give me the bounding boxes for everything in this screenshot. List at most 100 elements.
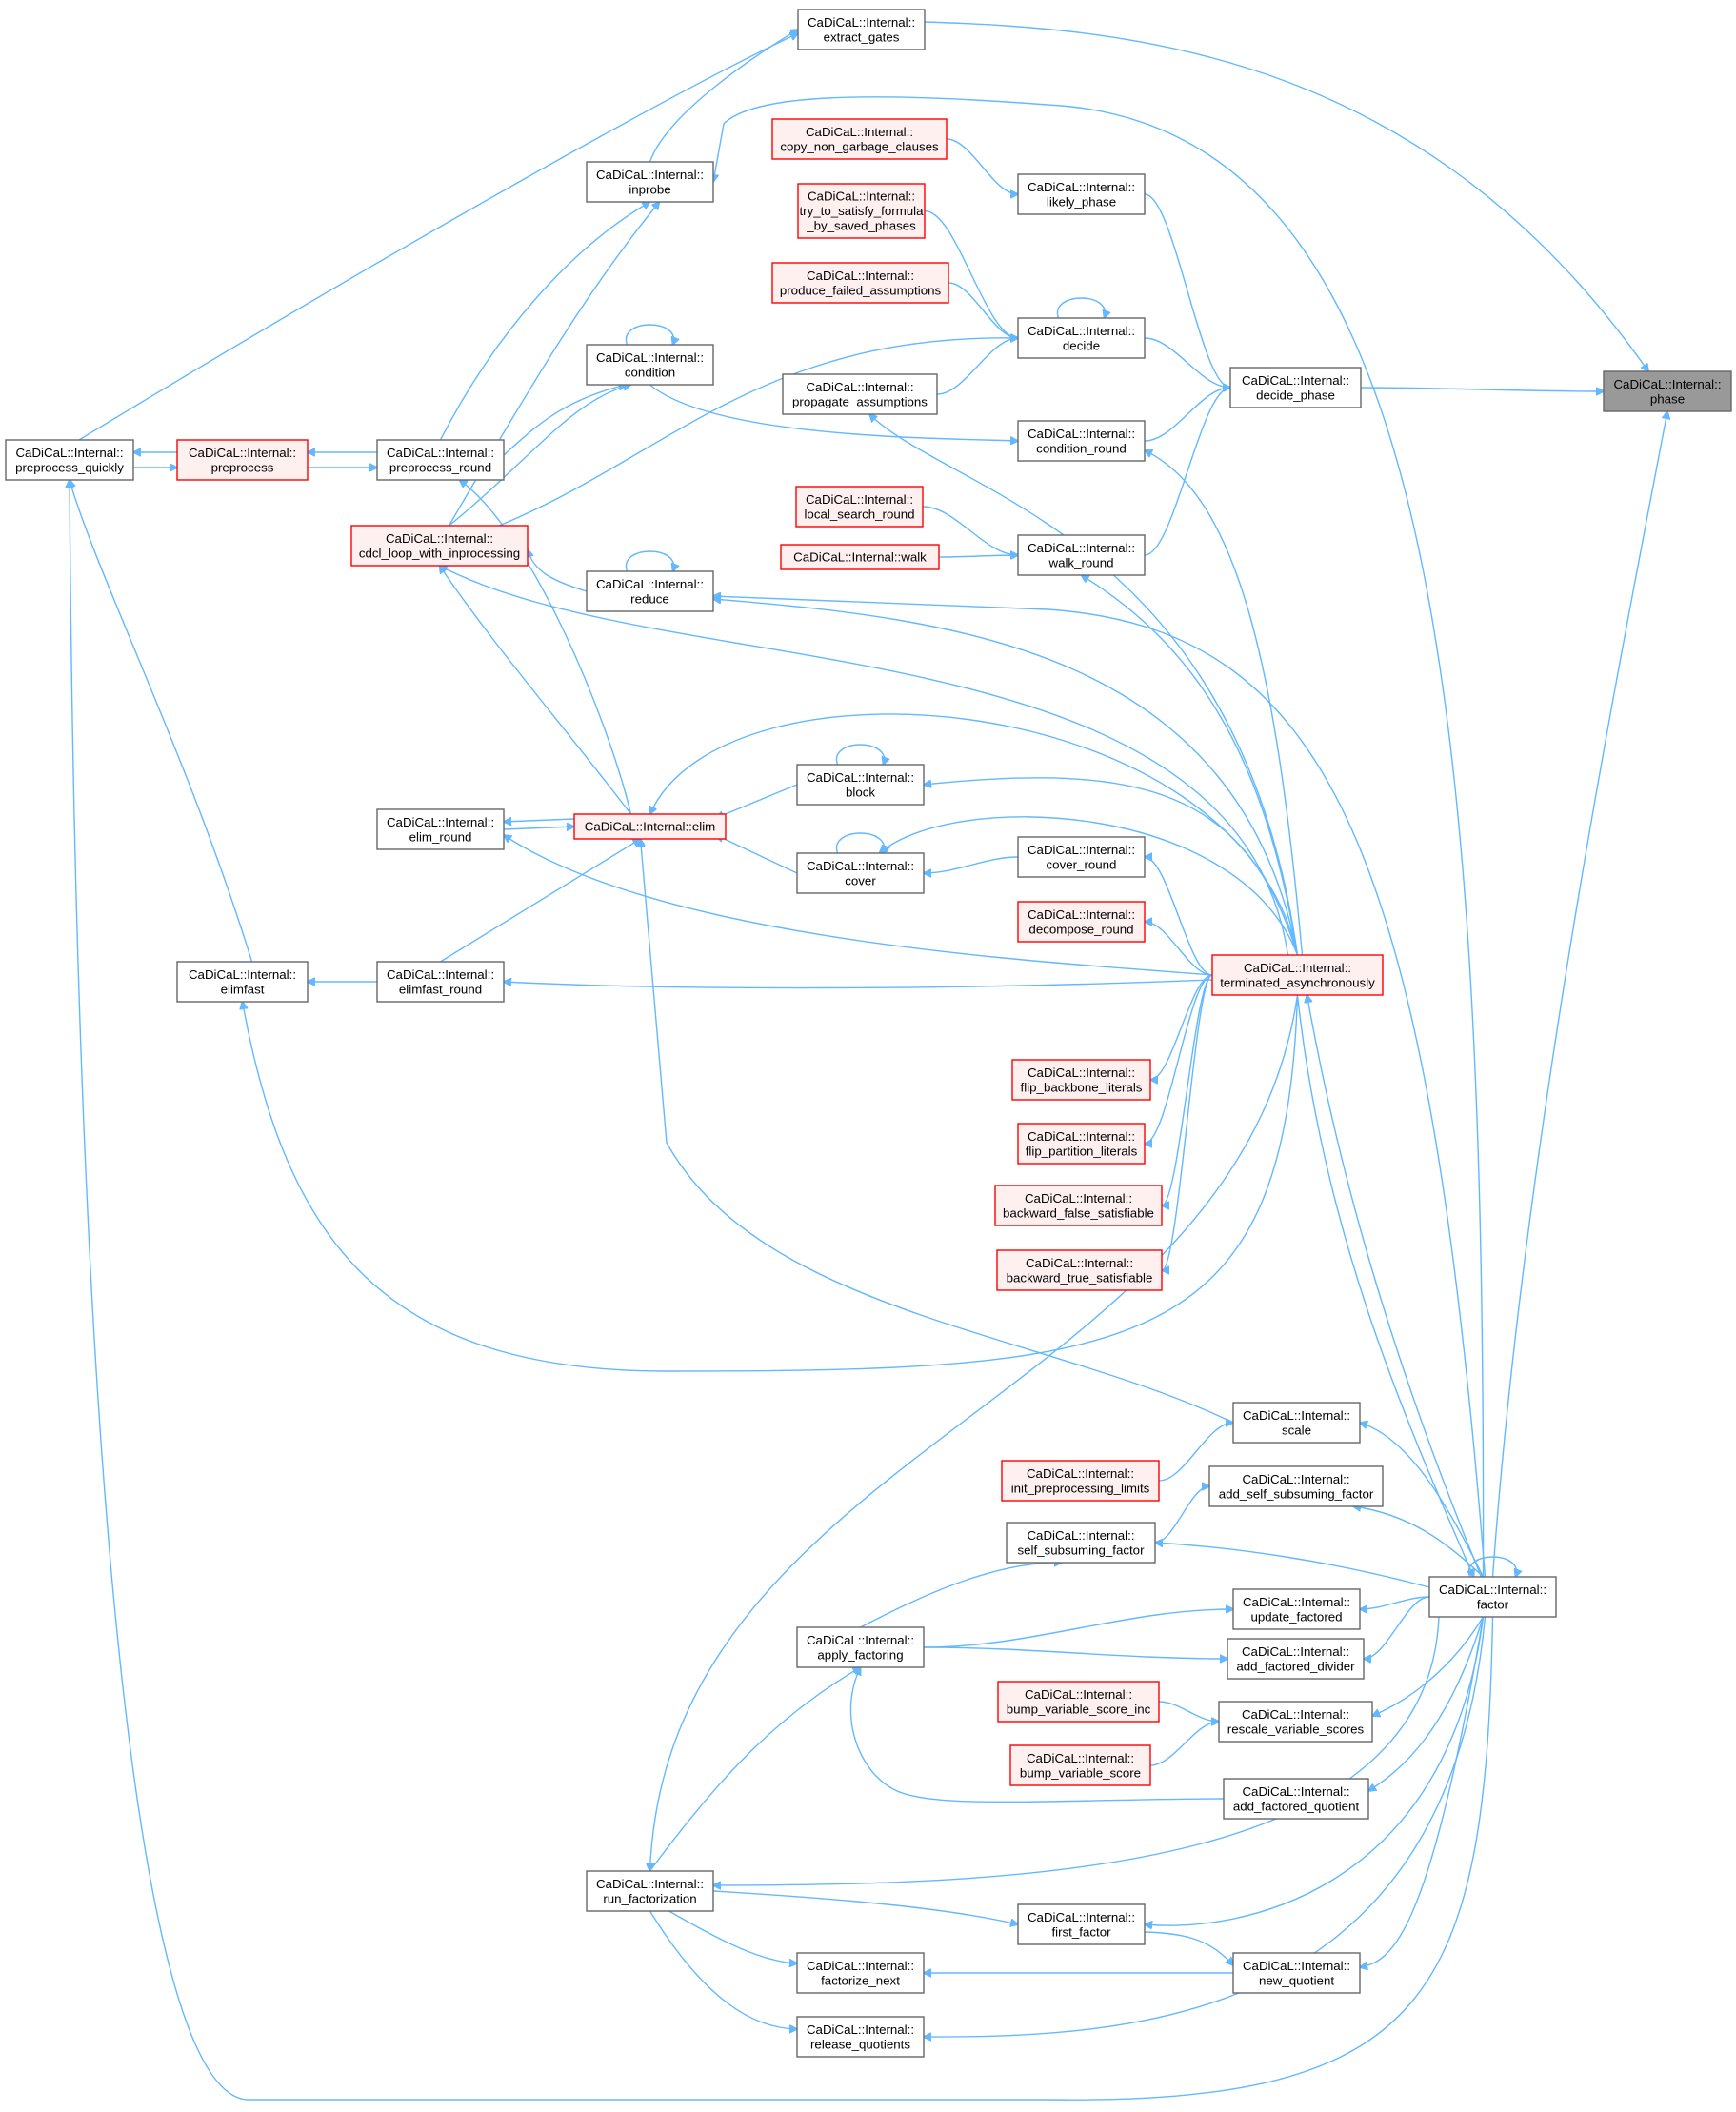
edge-terminated-to-decompose_round <box>1145 922 1213 976</box>
edge-elim-to-elim_round <box>504 819 575 822</box>
node-extract-gates[interactable]: CaDiCaL::Internal::extract_gates <box>797 9 926 50</box>
node-decide[interactable]: CaDiCaL::Internal::decide <box>1017 317 1146 359</box>
node-label-line: CaDiCaL::Internal:: <box>1028 324 1135 338</box>
node-label-line: CaDiCaL::Internal:: <box>1242 1784 1349 1799</box>
node-release-quotients[interactable]: CaDiCaL::Internal::release_quotients <box>796 2016 925 2058</box>
node-decide-phase[interactable]: CaDiCaL::Internal::decide_phase <box>1229 367 1362 408</box>
node-label-line: propagate_assumptions <box>792 394 928 408</box>
edge-propagate_assumptions-to-decide <box>936 338 1018 395</box>
node-condition-round[interactable]: CaDiCaL::Internal::condition_round <box>1017 420 1146 462</box>
node-backward-false[interactable]: CaDiCaL::Internal::backward_false_satisf… <box>994 1185 1163 1226</box>
node-box <box>771 262 949 304</box>
edge-decide_phase-to-phase <box>1360 387 1604 391</box>
node-inprobe[interactable]: CaDiCaL::Internal::inprobe <box>586 161 714 203</box>
node-label-line: CaDiCaL::Internal:: <box>387 446 494 460</box>
edge-elimfast_round-to-elim <box>440 839 641 963</box>
node-box <box>797 9 926 50</box>
node-bump-variable-score-inc[interactable]: CaDiCaL::Internal::bump_variable_score_i… <box>997 1681 1160 1723</box>
edge-terminated-to-elimfast <box>243 994 1299 1372</box>
edge-terminated-to-cover <box>880 816 1299 956</box>
edge-preprocess_round-to-inprobe <box>439 202 650 441</box>
node-add-factored-divider[interactable]: CaDiCaL::Internal::add_factored_divider <box>1227 1638 1365 1680</box>
node-elim[interactable]: CaDiCaL::Internal::elim <box>573 813 727 840</box>
node-label-line: local_search_round <box>804 507 914 521</box>
node-new-quotient[interactable]: CaDiCaL::Internal::new_quotient <box>1232 1952 1361 1994</box>
node-add-factored-quotient[interactable]: CaDiCaL::Internal::add_factored_quotient <box>1223 1778 1369 1820</box>
node-scale[interactable]: CaDiCaL::Internal::scale <box>1232 1402 1361 1444</box>
edge-apply_factoring-to-add_factored_divider <box>923 1646 1227 1659</box>
node-elimfast-round[interactable]: CaDiCaL::Internal::elimfast_round <box>376 961 505 1003</box>
edge-factor-to-add_factored_divider <box>1364 1596 1430 1659</box>
edge-terminated-to-elim_round <box>504 835 1213 976</box>
node-first-factor[interactable]: CaDiCaL::Internal::first_factor <box>1017 1903 1146 1945</box>
node-propagate-assumptions[interactable]: CaDiCaL::Internal::propagate_assumptions <box>782 373 938 415</box>
edge-init_preprocessing_limits-to-scale <box>1158 1423 1233 1482</box>
node-cdcl-loop[interactable]: CaDiCaL::Internal::cdcl_loop_with_inproc… <box>350 525 529 567</box>
edge-condition_round-to-decide_phase <box>1144 388 1230 442</box>
node-label-line: first_factor <box>1051 1924 1111 1939</box>
node-label-line: block <box>846 785 875 799</box>
node-copy-non-garbage-clauses[interactable]: CaDiCaL::Internal::copy_non_garbage_clau… <box>771 118 948 160</box>
node-preprocess-round[interactable]: CaDiCaL::Internal::preprocess_round <box>376 439 505 481</box>
node-box <box>797 183 926 239</box>
node-label-line: CaDiCaL::Internal:: <box>1242 1707 1349 1722</box>
node-preprocess[interactable]: CaDiCaL::Internal::preprocess <box>176 439 309 481</box>
node-bump-variable-score[interactable]: CaDiCaL::Internal::bump_variable_score <box>1009 1744 1151 1786</box>
edge-terminated-to-block <box>924 777 1299 956</box>
node-label-line: terminated_asynchronously <box>1220 975 1375 989</box>
node-preprocess-quickly[interactable]: CaDiCaL::Internal::preprocess_quickly <box>5 439 134 481</box>
node-box <box>796 1952 925 1994</box>
edge-factor-to-add_factored_quotient <box>1368 1616 1485 1791</box>
node-terminated[interactable]: CaDiCaL::Internal::terminated_asynchrono… <box>1211 954 1384 996</box>
node-label-line: preprocess_quickly <box>15 460 124 474</box>
node-box <box>1017 173 1146 215</box>
node-elim-round[interactable]: CaDiCaL::Internal::elim_round <box>376 808 505 850</box>
node-factor[interactable]: CaDiCaL::Internal::factor <box>1428 1576 1557 1618</box>
node-init-preprocessing-limits[interactable]: CaDiCaL::Internal::init_preprocessing_li… <box>1001 1460 1160 1502</box>
node-label-line: CaDiCaL::Internal:: <box>596 577 704 591</box>
edge-terminated-to-flip_partition <box>1145 974 1213 1144</box>
node-box <box>771 118 948 160</box>
node-box <box>1017 420 1146 462</box>
node-label-line: CaDiCaL::Internal:: <box>596 350 704 365</box>
node-decompose-round[interactable]: CaDiCaL::Internal::decompose_round <box>1017 901 1146 943</box>
node-label-line: flip_backbone_literals <box>1021 1080 1143 1094</box>
node-add-self-subsuming-factor[interactable]: CaDiCaL::Internal::add_self_subsuming_fa… <box>1208 1465 1384 1507</box>
node-factorize-next[interactable]: CaDiCaL::Internal::factorize_next <box>796 1952 925 1994</box>
node-rescale-variable-scores[interactable]: CaDiCaL::Internal::rescale_variable_scor… <box>1218 1701 1373 1743</box>
node-likely-phase[interactable]: CaDiCaL::Internal::likely_phase <box>1017 173 1146 215</box>
node-update-factored[interactable]: CaDiCaL::Internal::update_factored <box>1232 1588 1361 1630</box>
node-walk-round[interactable]: CaDiCaL::Internal::walk_round <box>1017 534 1146 576</box>
node-flip-backbone[interactable]: CaDiCaL::Internal::flip_backbone_literal… <box>1011 1059 1151 1101</box>
node-produce-failed[interactable]: CaDiCaL::Internal::produce_failed_assump… <box>771 262 949 304</box>
node-box <box>586 570 714 612</box>
node-label-line: rescale_variable_scores <box>1227 1722 1365 1736</box>
node-label-line: CaDiCaL::Internal:: <box>1028 180 1135 194</box>
node-label-line: CaDiCaL::Internal:: <box>386 531 493 546</box>
node-label-line: CaDiCaL::Internal:: <box>1242 1644 1349 1659</box>
node-box <box>1232 1952 1361 1994</box>
edge-terminated-to-condition_round <box>1145 450 1304 956</box>
node-label-line: likely_phase <box>1047 194 1116 209</box>
node-elimfast[interactable]: CaDiCaL::Internal::elimfast <box>176 961 309 1003</box>
node-cover-round[interactable]: CaDiCaL::Internal::cover_round <box>1017 836 1146 878</box>
node-run-factorization[interactable]: CaDiCaL::Internal::run_factorization <box>586 1870 714 1912</box>
node-local-search-round[interactable]: CaDiCaL::Internal::local_search_round <box>795 486 924 528</box>
node-self-subsuming-factor[interactable]: CaDiCaL::Internal::self_subsuming_factor <box>1006 1522 1156 1564</box>
node-box <box>1017 534 1146 576</box>
node-block[interactable]: CaDiCaL::Internal::block <box>796 764 925 806</box>
node-flip-partition[interactable]: CaDiCaL::Internal::flip_partition_litera… <box>1017 1123 1146 1165</box>
edge-run_factorization-to-factorize_next <box>668 1910 798 1963</box>
node-walk[interactable]: CaDiCaL::Internal::walk <box>780 544 940 570</box>
node-apply-factoring[interactable]: CaDiCaL::Internal::apply_factoring <box>796 1626 925 1668</box>
node-try-to-satisfy[interactable]: CaDiCaL::Internal::try_to_satisfy_formul… <box>797 183 926 239</box>
node-box <box>796 1626 925 1668</box>
node-condition[interactable]: CaDiCaL::Internal::condition <box>586 344 714 386</box>
node-reduce[interactable]: CaDiCaL::Internal::reduce <box>586 570 714 612</box>
node-label-line: CaDiCaL::Internal:: <box>1028 843 1135 857</box>
node-cover[interactable]: CaDiCaL::Internal::cover <box>796 852 925 894</box>
node-phase[interactable]: CaDiCaL::Internal::phase <box>1603 370 1732 412</box>
node-label-line: preprocess <box>211 460 274 474</box>
node-backward-true[interactable]: CaDiCaL::Internal::backward_true_satisfi… <box>996 1249 1163 1291</box>
edge-terminated-to-elimfast_round <box>504 980 1213 989</box>
